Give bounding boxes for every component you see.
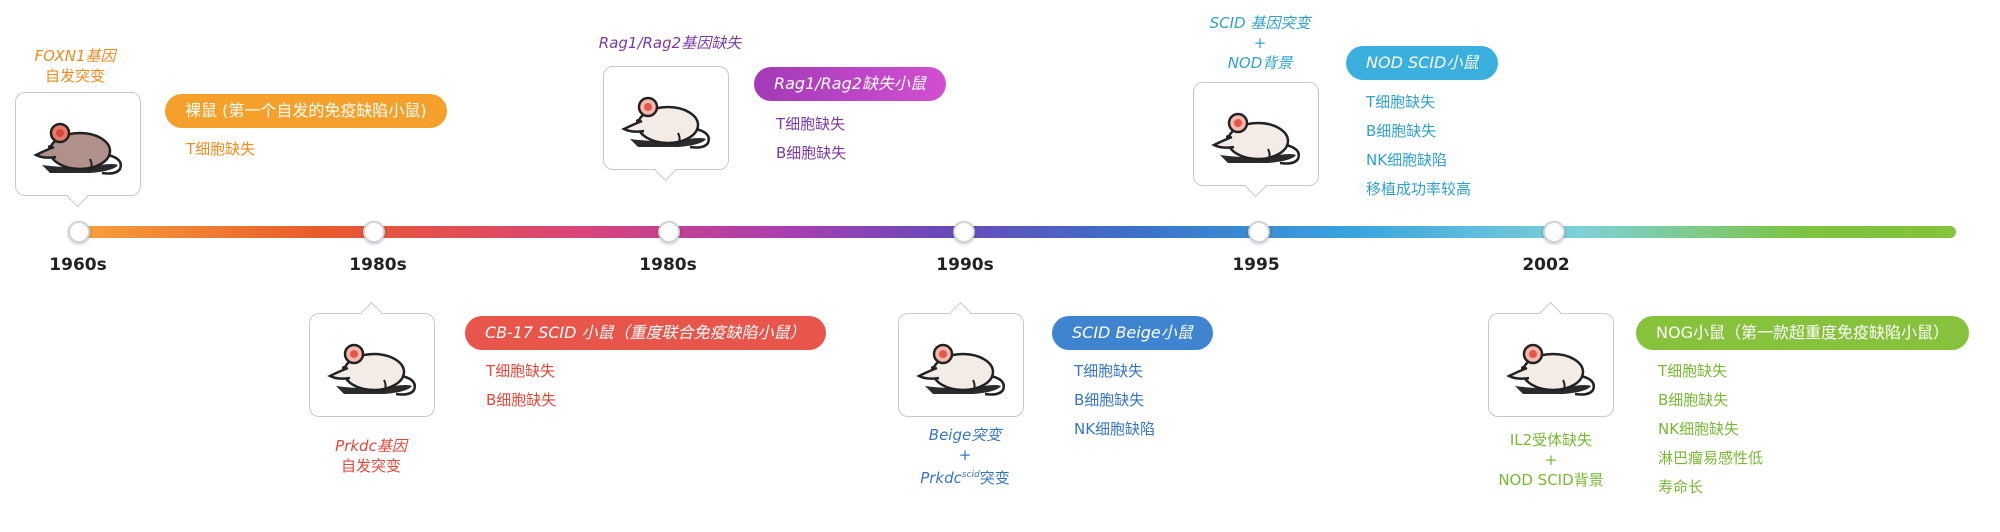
- cause-plus: +: [1544, 451, 1558, 469]
- year-label: 1980s: [639, 255, 697, 275]
- timeline-node-1960s: [68, 221, 90, 243]
- event-pill-nude-mouse: 裸鼠 (第一个自发的免疫缺陷小鼠): [165, 94, 447, 128]
- mouse-icon: [1506, 343, 1595, 396]
- trait-item: B细胞缺失: [1366, 122, 1437, 140]
- cause-text: NOD SCID背景: [1498, 471, 1604, 489]
- trait-item: T细胞缺失: [776, 115, 846, 133]
- trait-list: T细胞缺失: [186, 135, 255, 164]
- timeline-node-2002: [1543, 221, 1565, 243]
- cause-plus: +: [958, 446, 972, 464]
- cause-superscript: scid: [961, 470, 980, 480]
- trait-item: NK细胞缺失: [1658, 420, 1740, 438]
- event-pill-nog: NOG小鼠（第一款超重度免疫缺陷小鼠）: [1636, 316, 1969, 350]
- cause-gene: FOXN1基因: [34, 47, 116, 65]
- trait-list: T细胞缺失 B细胞缺失 NK细胞缺陷: [1074, 357, 1155, 444]
- mouse-icon: [1211, 112, 1300, 165]
- trait-item: B细胞缺失: [1658, 391, 1729, 409]
- trait-item: 寿命长: [1658, 478, 1704, 496]
- trait-list: T细胞缺失 B细胞缺失: [486, 357, 556, 415]
- cause-text: SCID 基因突变: [1209, 14, 1311, 32]
- trait-item: T细胞缺失: [1658, 362, 1728, 380]
- cause-gene: Prkdc基因: [335, 437, 407, 455]
- cause-text: 突变: [979, 469, 1010, 487]
- cause-text: Beige突变: [928, 426, 1002, 444]
- timeline-node-1995: [1248, 221, 1270, 243]
- year-label: 1990s: [936, 255, 994, 275]
- event-pill-rag-mouse: Rag1/Rag2缺失小鼠: [754, 67, 946, 101]
- event-pill-scid-beige: SCID Beige小鼠: [1052, 316, 1213, 350]
- cause-text: 自发突变: [44, 67, 105, 85]
- mouse-icon: [621, 96, 710, 149]
- cause-gene: Rag1/Rag2基因缺失: [598, 34, 742, 52]
- event-cause: Beige突变 + Prkdcscid突变: [885, 425, 1045, 488]
- trait-item: B细胞缺失: [486, 391, 557, 409]
- event-pill-nod-scid: NOD SCID小鼠: [1346, 46, 1499, 80]
- mouse-card: [1193, 82, 1319, 186]
- cause-gene: Prkdc: [920, 469, 962, 487]
- year-label: 2002: [1522, 255, 1570, 275]
- event-cause: Prkdc基因 自发突变: [300, 436, 442, 476]
- trait-item: T细胞缺失: [186, 140, 256, 158]
- trait-item: NK细胞缺陷: [1366, 151, 1448, 169]
- trait-item: B细胞缺失: [1074, 391, 1145, 409]
- mouse-card: [309, 313, 435, 417]
- trait-item: NK细胞缺陷: [1074, 420, 1156, 438]
- mouse-icon: [916, 343, 1005, 396]
- timeline-bar: [76, 226, 1956, 238]
- cause-text: NOD背景: [1227, 54, 1293, 72]
- trait-item: 淋巴瘤易感性低: [1658, 449, 1764, 467]
- cause-plus: +: [1253, 34, 1267, 52]
- trait-item: T细胞缺失: [486, 362, 556, 380]
- event-cause: Rag1/Rag2基因缺失: [580, 33, 760, 53]
- event-pill-cb17-scid: CB-17 SCID 小鼠（重度联合免疫缺陷小鼠）: [465, 316, 826, 350]
- timeline-node-1980s-b: [658, 221, 680, 243]
- trait-item: T细胞缺失: [1366, 93, 1436, 111]
- mouse-card: [603, 66, 729, 170]
- trait-item: B细胞缺失: [776, 144, 847, 162]
- cause-text: IL2受体缺失: [1509, 431, 1593, 449]
- year-label: 1995: [1232, 255, 1280, 275]
- event-cause: IL2受体缺失 + NOD SCID背景: [1476, 430, 1626, 490]
- cause-text: 自发突变: [340, 457, 401, 475]
- cause-gene-line: Prkdcscid突变: [885, 465, 1045, 488]
- trait-list: T细胞缺失 B细胞缺失 NK细胞缺失 淋巴瘤易感性低 寿命长: [1658, 357, 1763, 502]
- trait-item: 移植成功率较高: [1366, 180, 1472, 198]
- mouse-icon: [327, 343, 416, 396]
- trait-item: T细胞缺失: [1074, 362, 1144, 380]
- trait-list: T细胞缺失 B细胞缺失: [776, 110, 846, 168]
- mouse-card: [15, 92, 141, 196]
- mouse-nude-icon: [33, 122, 122, 175]
- year-label: 1980s: [349, 255, 407, 275]
- trait-list: T细胞缺失 B细胞缺失 NK细胞缺陷 移植成功率较高: [1366, 88, 1471, 204]
- mouse-card: [898, 313, 1024, 417]
- year-label: 1960s: [49, 255, 107, 275]
- event-cause: FOXN1基因 自发突变: [10, 46, 140, 86]
- event-cause: SCID 基因突变 + NOD背景: [1190, 13, 1330, 73]
- timeline-node-1980s-a: [363, 221, 385, 243]
- timeline-node-1990s: [953, 221, 975, 243]
- mouse-card: [1488, 313, 1614, 417]
